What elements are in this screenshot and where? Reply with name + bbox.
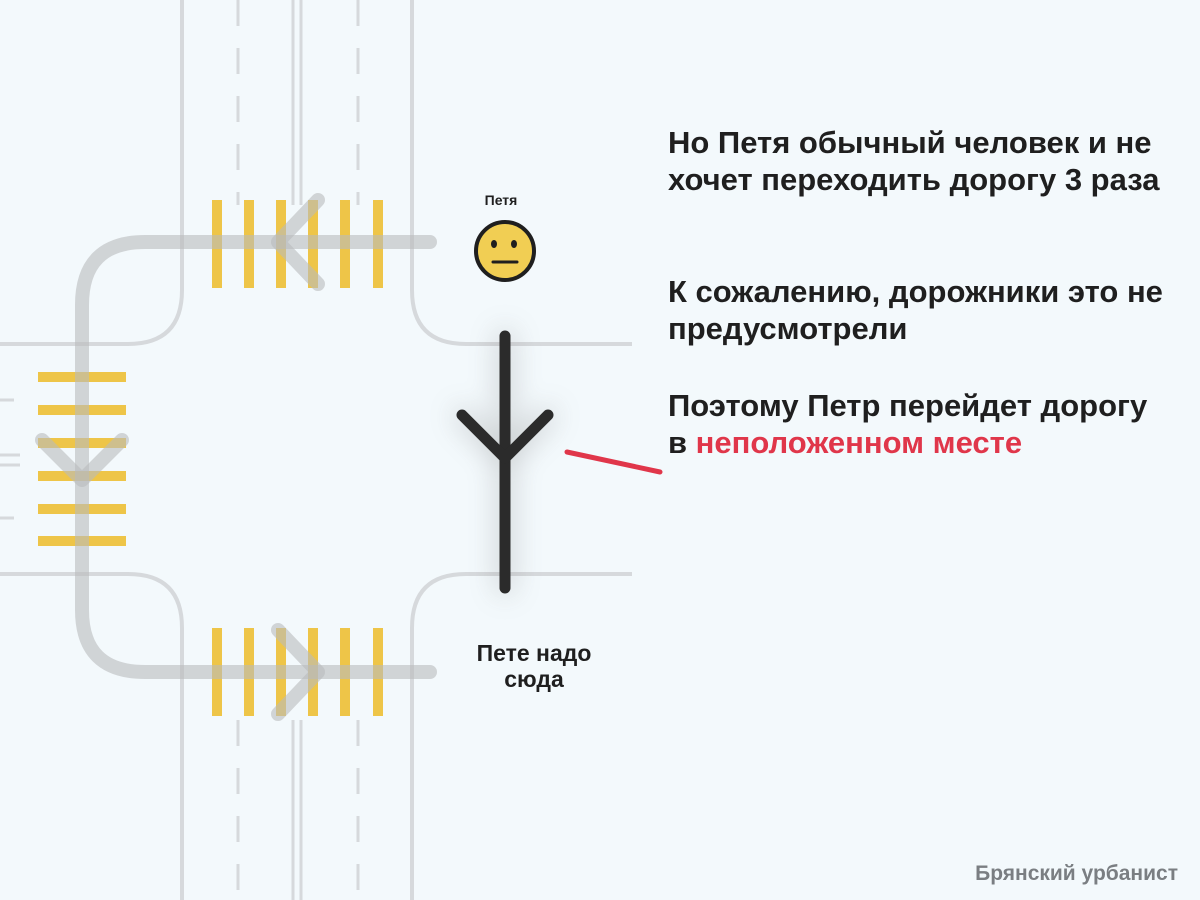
road-edges: [0, 0, 632, 900]
road-edge-top-right: [410, 0, 632, 346]
road-edge-bottom-right: [410, 572, 632, 900]
fork-arrow-icon: [455, 329, 555, 595]
detour-arrow-left-icon: [271, 193, 325, 291]
neutral-face-icon: [474, 220, 536, 282]
paragraph-intro: Но Петя обычный человек и не хочет перех…: [668, 125, 1160, 197]
road-edge-bottom-left: [0, 572, 184, 900]
paragraph-conclusion: Поэтому Петр перейдет дорогу в неположен…: [668, 387, 1168, 461]
pedestrian-label: Петя: [484, 192, 518, 208]
detour-arrow-down-icon: [35, 433, 129, 487]
highlight-text: неположенном месте: [695, 425, 1023, 460]
detour-route-line: [75, 235, 437, 679]
paragraph-road-workers: К сожалению, дорожники это не предусмотр…: [668, 274, 1163, 346]
conclusion-text: Поэтому Петр перейдет дорогу в: [668, 388, 1148, 460]
lane-markings: [0, 0, 360, 900]
pointer-line: [564, 449, 663, 475]
road-edge-top-left: [0, 0, 184, 346]
detour-arrow-right-icon: [271, 623, 325, 721]
destination-label: Пете надо сюда: [476, 640, 592, 692]
detour-path: [35, 193, 437, 721]
brand-watermark: Брянский урбанист: [975, 862, 1178, 885]
